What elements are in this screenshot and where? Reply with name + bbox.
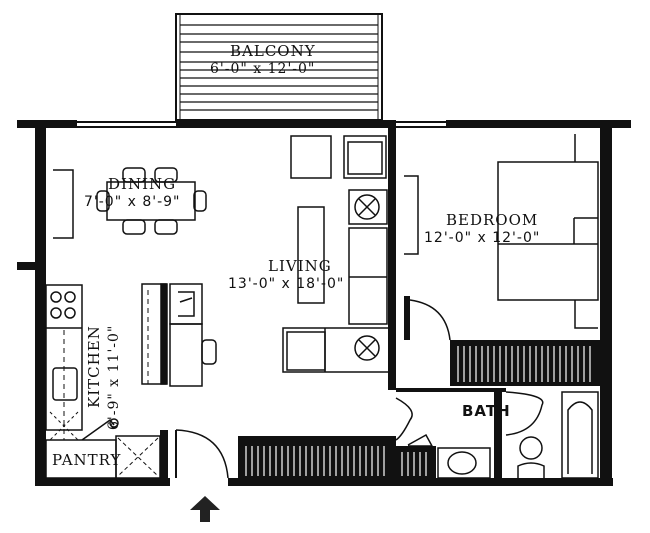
bedroom-dimensions: 12'-0" x 12'-0": [424, 230, 541, 246]
living-dimensions: 13'-0" x 18'-0": [228, 276, 345, 292]
dining-dimensions: 7'-0" x 8'-9": [84, 194, 181, 210]
pantry-name: PANTRY: [52, 451, 122, 469]
exterior-walls: [17, 120, 631, 486]
bedroom-furniture: [404, 134, 599, 341]
pantry-fixtures: [45, 418, 161, 479]
kitchen-name: KITCHEN: [85, 325, 103, 408]
entry-arrow-icon: [190, 496, 220, 522]
kitchen-dimensions: 6'-9" x 11'-0": [106, 324, 122, 430]
balcony-name: BALCONY: [230, 42, 316, 60]
living-furniture: [282, 135, 390, 373]
kitchen-fixtures: [45, 283, 217, 441]
balcony-dimensions: 6'-0" x 12'-0": [210, 61, 316, 77]
closets: [238, 340, 600, 480]
dining-furniture: [53, 167, 207, 239]
dining-name: DINING: [108, 175, 177, 193]
bedroom-name: BEDROOM: [446, 211, 539, 229]
bath-name: BATH: [462, 402, 511, 420]
living-name: LIVING: [268, 257, 332, 275]
entry-door: [175, 429, 229, 479]
bath-fixtures: [395, 388, 599, 479]
balcony-area: [175, 13, 383, 121]
